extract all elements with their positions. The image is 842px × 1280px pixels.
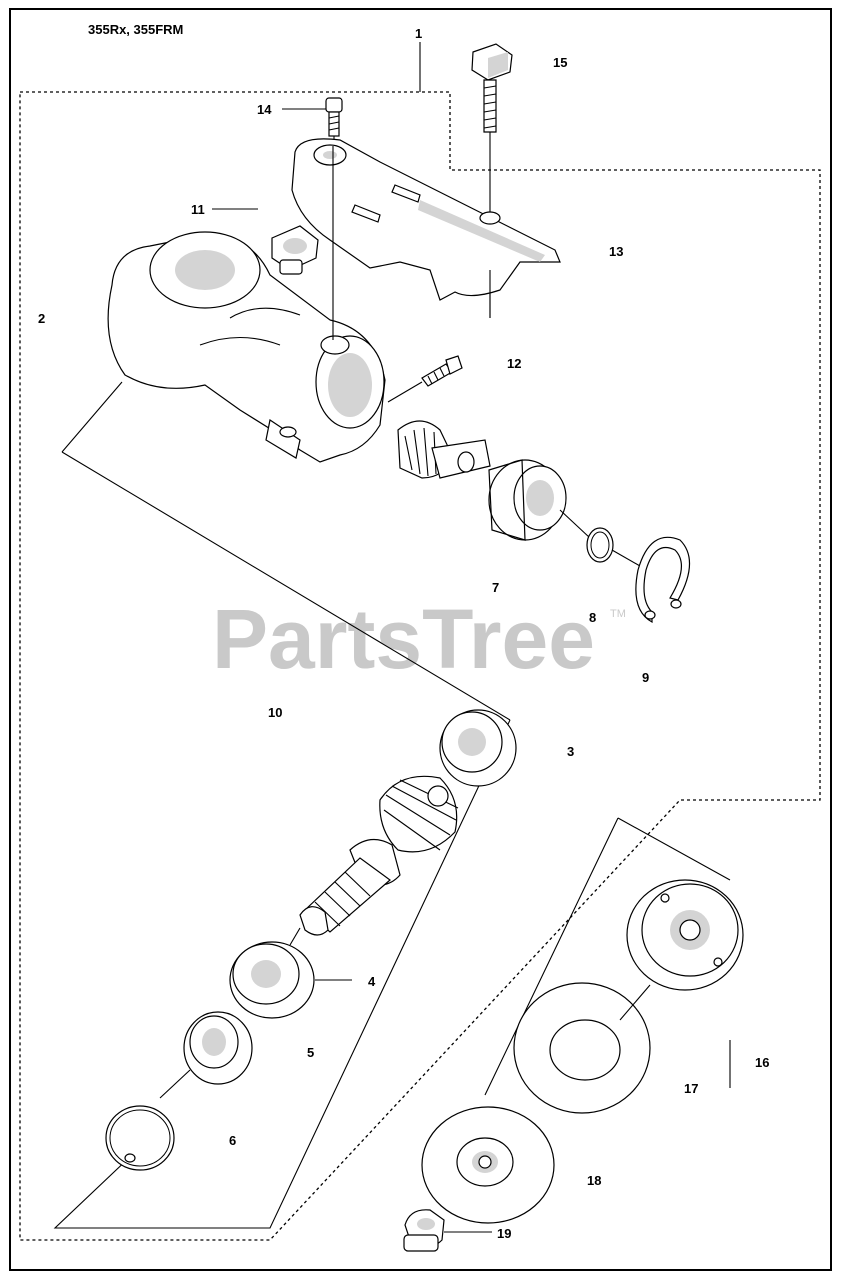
callout-4[interactable]: 4 [368, 974, 376, 989]
part-5-seal [159, 1011, 253, 1099]
callout-15[interactable]: 15 [553, 55, 567, 70]
callout-9[interactable]: 9 [642, 670, 649, 685]
callout-14[interactable]: 14 [257, 102, 272, 117]
part-2-gear-housing [107, 146, 386, 463]
part-13-clamp [291, 138, 561, 318]
part-4-bearing [229, 941, 352, 1019]
callout-1[interactable]: 1 [415, 26, 422, 41]
group-outline-10 [53, 381, 511, 1229]
callout-6[interactable]: 6 [229, 1133, 236, 1148]
watermark: PartsTree [212, 592, 595, 686]
callout-7[interactable]: 7 [492, 580, 499, 595]
callout-16[interactable]: 16 [755, 1055, 769, 1070]
part-8-circlip [586, 527, 641, 567]
part-18-flange [421, 1106, 555, 1224]
part-19-nut [403, 1209, 492, 1252]
group-outline-16 [484, 817, 731, 1096]
callout-3[interactable]: 3 [567, 744, 574, 759]
part-14-screw [325, 97, 343, 146]
assembly-boundary-1 [19, 91, 821, 1241]
part-12-screw [387, 355, 463, 403]
callout-19[interactable]: 19 [497, 1226, 511, 1241]
callout-12[interactable]: 12 [507, 356, 521, 371]
callout-5[interactable]: 5 [307, 1045, 314, 1060]
callout-2[interactable]: 2 [38, 311, 45, 326]
part-16-flange [626, 879, 744, 991]
watermark-tm: TM [610, 608, 626, 620]
model-title: 355Rx, 355FRM [88, 22, 183, 37]
part-7-pinion-bearing [397, 420, 591, 541]
part-10-gear-shaft [289, 775, 459, 946]
part-6-circlip [105, 1105, 175, 1171]
callout-18[interactable]: 18 [587, 1173, 601, 1188]
callout-8[interactable]: 8 [589, 610, 596, 625]
frame [9, 8, 832, 1271]
part-11-plug [271, 225, 319, 275]
part-9-circlip [635, 536, 691, 624]
callout-13[interactable]: 13 [609, 244, 623, 259]
callout-17[interactable]: 17 [684, 1081, 698, 1096]
part-3-bearing [439, 709, 517, 787]
callout-11[interactable]: 11 [191, 202, 205, 217]
callout-10[interactable]: 10 [268, 705, 282, 720]
part-17-cup [513, 982, 651, 1114]
